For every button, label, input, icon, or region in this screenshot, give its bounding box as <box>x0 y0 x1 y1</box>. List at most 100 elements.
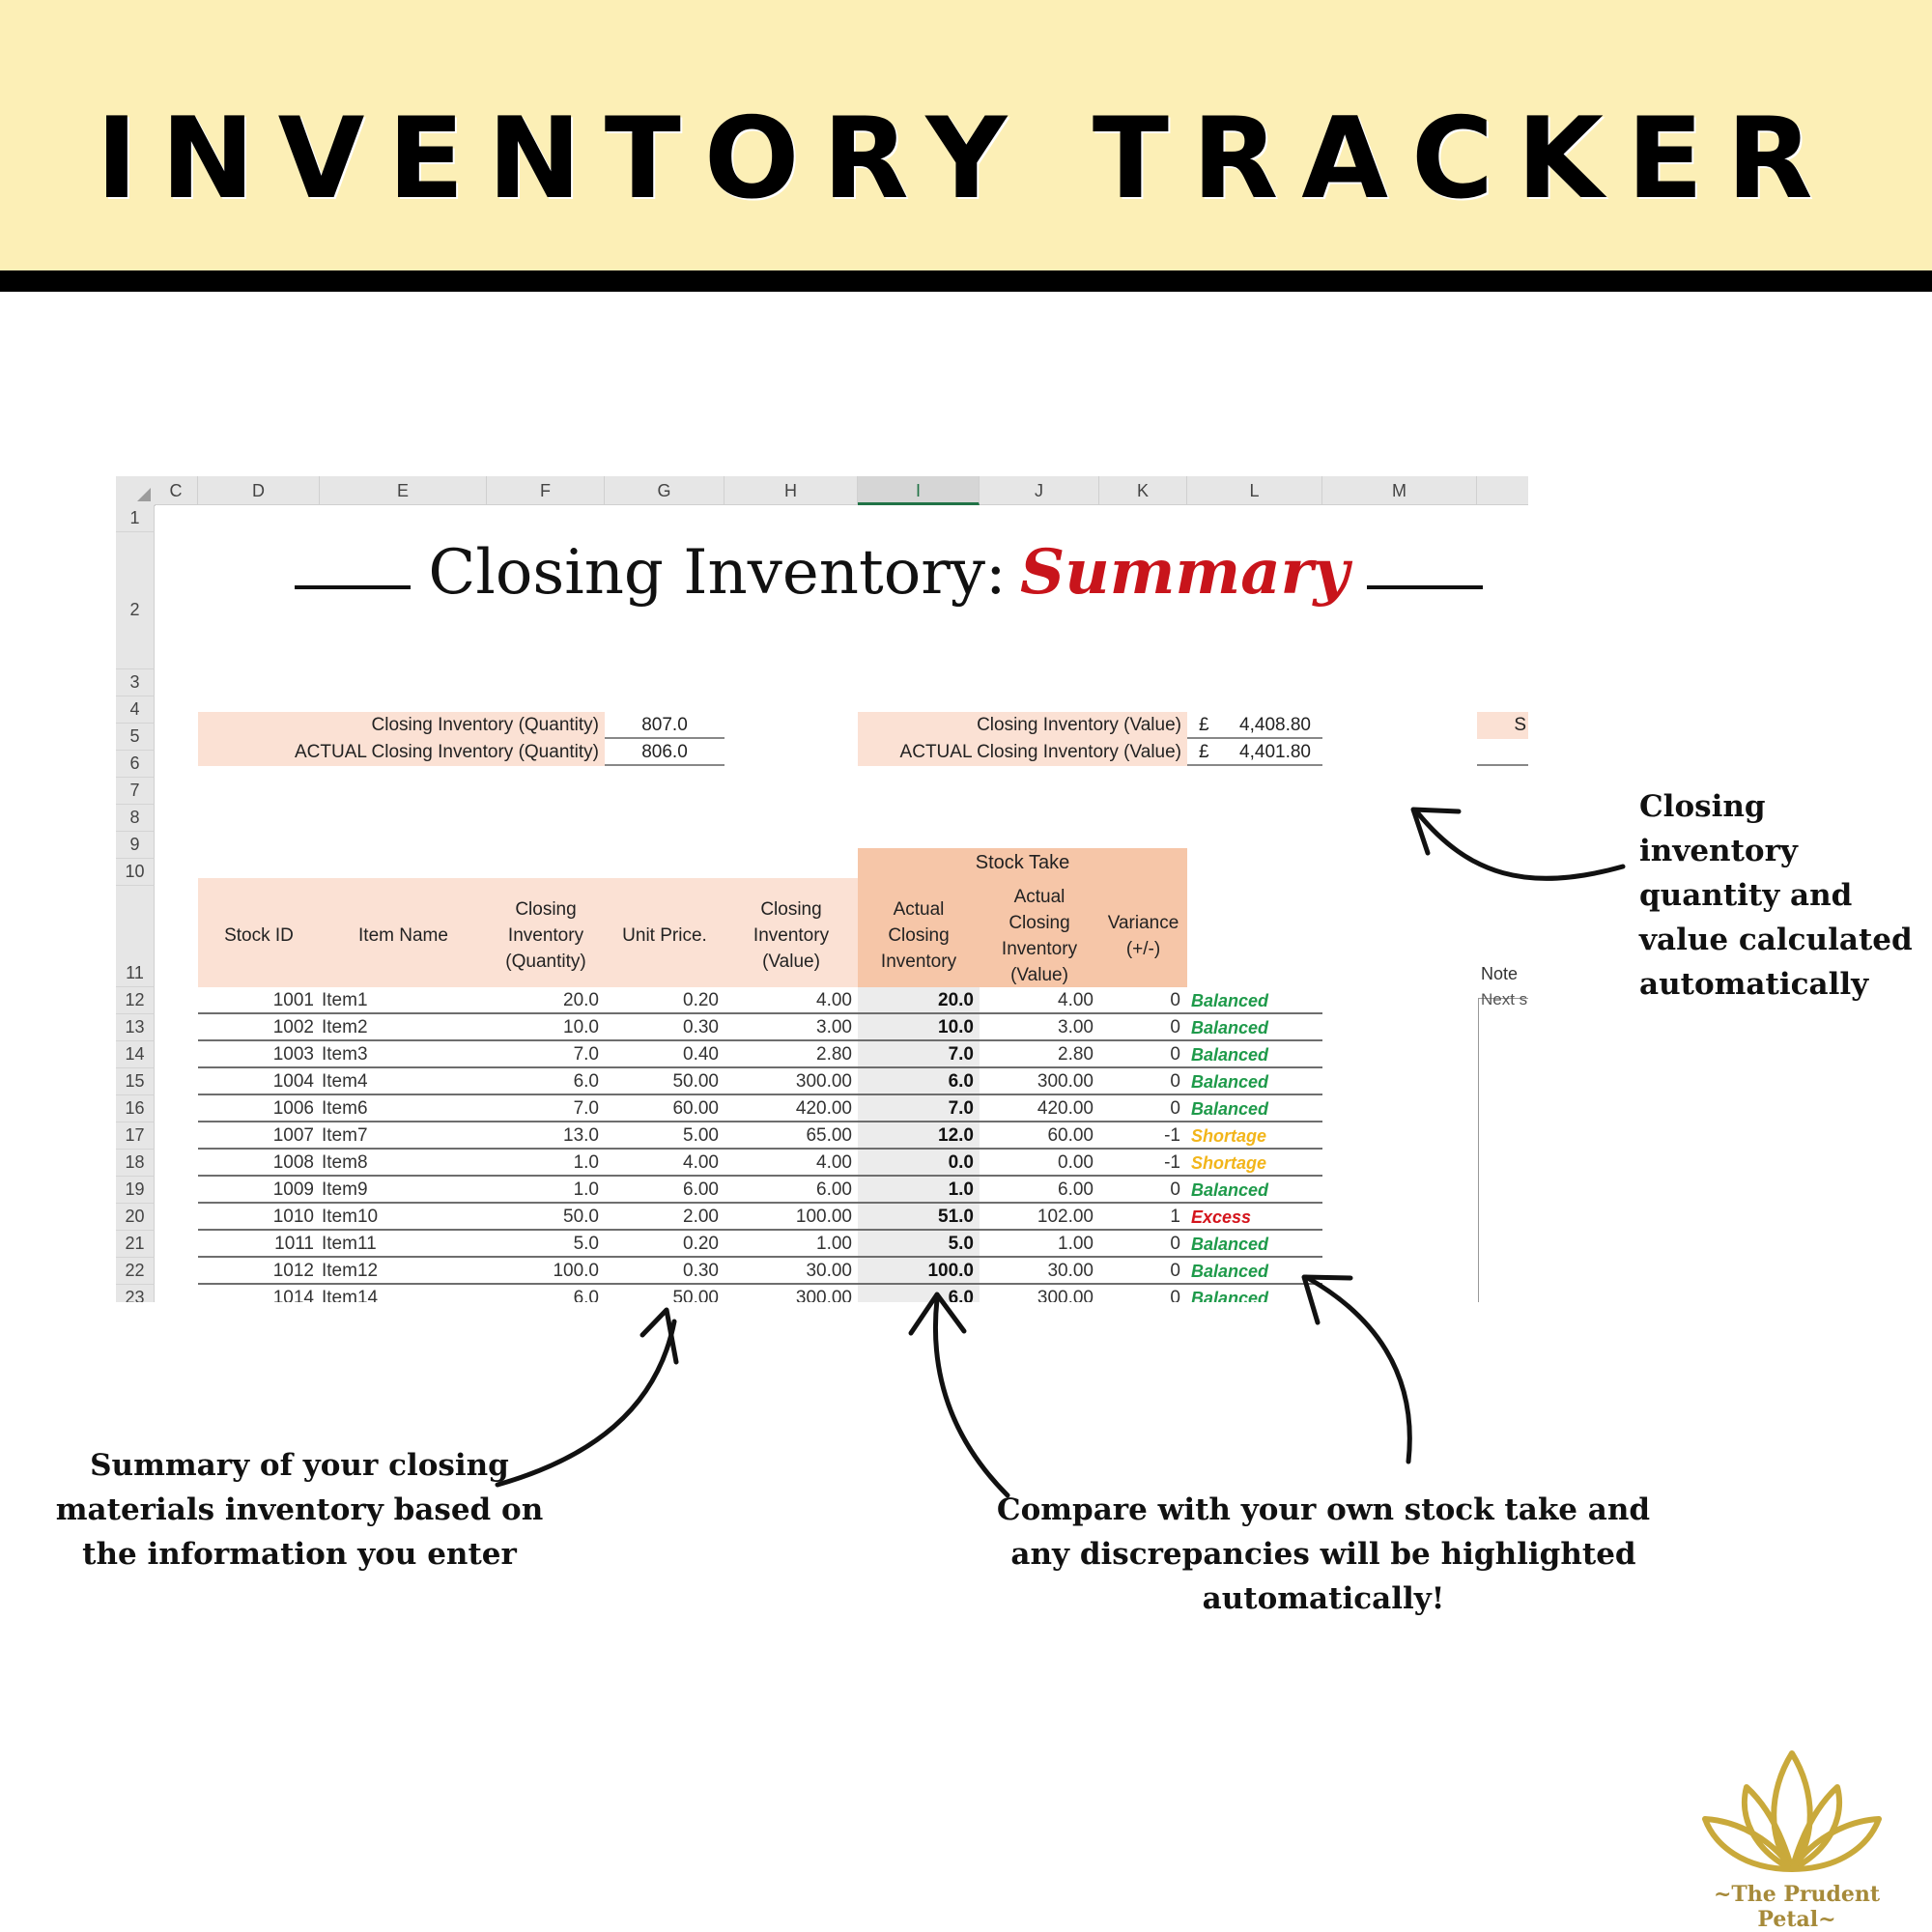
row-header-21[interactable]: 21 <box>116 1231 155 1258</box>
cell-price[interactable]: 6.00 <box>683 1179 719 1200</box>
cell-value[interactable]: 300.00 <box>795 1071 852 1092</box>
cell-qty[interactable]: 1.0 <box>573 1179 599 1200</box>
cell-price[interactable]: 0.20 <box>683 1234 719 1254</box>
column-header-m[interactable]: M <box>1322 476 1477 505</box>
cell-actual-value[interactable]: 2.80 <box>1058 1044 1094 1065</box>
cell-actual-value[interactable]: 0.00 <box>1058 1152 1094 1173</box>
actual-closing-qty-value[interactable]: 806.0 <box>605 739 724 766</box>
column-header-i[interactable]: I <box>858 476 980 505</box>
row-header-19[interactable]: 19 <box>116 1177 155 1204</box>
cell-id[interactable]: 1008 <box>272 1152 314 1173</box>
header-stock-id[interactable]: Stock ID <box>198 878 320 987</box>
row-header-15[interactable]: 15 <box>116 1068 155 1095</box>
cell-value[interactable]: 1.00 <box>816 1234 852 1254</box>
cell-qty[interactable]: 20.0 <box>563 990 599 1010</box>
cell-price[interactable]: 5.00 <box>683 1125 719 1146</box>
cell-name[interactable]: Item11 <box>322 1234 377 1254</box>
cell-actual-value[interactable]: 102.00 <box>1037 1207 1094 1227</box>
cell-actual[interactable]: 12.0 <box>938 1125 974 1146</box>
cell-value[interactable]: 100.00 <box>795 1207 852 1227</box>
cell-actual-value[interactable]: 30.00 <box>1047 1261 1094 1281</box>
closing-value-value[interactable]: £ 4,408.80 <box>1187 712 1322 739</box>
column-header-l[interactable]: L <box>1187 476 1322 505</box>
cell-status[interactable]: Balanced <box>1191 1262 1269 1281</box>
cell-qty[interactable]: 50.0 <box>563 1207 599 1227</box>
cell-id[interactable]: 1010 <box>272 1207 314 1227</box>
cell-id[interactable]: 1007 <box>272 1125 314 1146</box>
cell-name[interactable]: Item7 <box>322 1125 368 1146</box>
cell-name[interactable]: Item4 <box>322 1071 368 1092</box>
column-header-k[interactable]: K <box>1099 476 1187 505</box>
row-header-2[interactable]: 2 <box>116 532 155 669</box>
cell-variance[interactable]: 0 <box>1170 1017 1180 1037</box>
cell-qty[interactable]: 6.0 <box>573 1071 599 1092</box>
row-header-5[interactable]: 5 <box>116 724 155 751</box>
row-header-20[interactable]: 20 <box>116 1204 155 1231</box>
cell-actual[interactable]: 7.0 <box>948 1098 974 1119</box>
row-header-23[interactable]: 23 <box>116 1285 155 1302</box>
cell-actual-value[interactable]: 60.00 <box>1047 1125 1094 1146</box>
column-header-g[interactable]: G <box>605 476 724 505</box>
cell-price[interactable]: 50.00 <box>672 1288 719 1302</box>
row-header-8[interactable]: 8 <box>116 805 155 832</box>
header-actual-closing-value[interactable]: Actual Closing Inventory (Value) <box>980 878 1099 987</box>
row-header-18[interactable]: 18 <box>116 1150 155 1177</box>
cell-qty[interactable]: 1.0 <box>573 1152 599 1173</box>
cell-actual-value[interactable]: 6.00 <box>1058 1179 1094 1200</box>
cell-value[interactable]: 300.00 <box>795 1288 852 1302</box>
row-header-6[interactable]: 6 <box>116 751 155 778</box>
cell-price[interactable]: 2.00 <box>683 1207 719 1227</box>
cell-value[interactable]: 4.00 <box>816 1152 852 1173</box>
cell-value[interactable]: 2.80 <box>816 1044 852 1065</box>
cell-status[interactable]: Balanced <box>1191 1045 1269 1065</box>
header-closing-qty[interactable]: Closing Inventory (Quantity) <box>487 878 605 987</box>
cell-value[interactable]: 3.00 <box>816 1017 852 1037</box>
cell-qty[interactable]: 100.0 <box>553 1261 599 1281</box>
cell-name[interactable]: Item6 <box>322 1098 368 1119</box>
row-header-16[interactable]: 16 <box>116 1095 155 1122</box>
cell-price[interactable]: 0.30 <box>683 1017 719 1037</box>
cell-id[interactable]: 1006 <box>272 1098 314 1119</box>
cell-status[interactable]: Balanced <box>1191 1099 1269 1119</box>
cell-status[interactable]: Shortage <box>1191 1153 1267 1173</box>
cell-name[interactable]: Item3 <box>322 1044 368 1065</box>
cell-name[interactable]: Item2 <box>322 1017 368 1037</box>
row-header-3[interactable]: 3 <box>116 669 155 696</box>
cell-actual[interactable]: 51.0 <box>938 1207 974 1227</box>
cell-variance[interactable]: -1 <box>1164 1125 1180 1146</box>
cell-price[interactable]: 60.00 <box>672 1098 719 1119</box>
column-header-e[interactable]: E <box>320 476 487 505</box>
cell-value[interactable]: 420.00 <box>795 1098 852 1119</box>
select-all-corner[interactable] <box>116 476 156 506</box>
cell-id[interactable]: 1002 <box>272 1017 314 1037</box>
cell-name[interactable]: Item10 <box>322 1207 379 1227</box>
cell-variance[interactable]: 0 <box>1170 1261 1180 1281</box>
cell-qty[interactable]: 5.0 <box>573 1234 599 1254</box>
row-header-9[interactable]: 9 <box>116 832 155 859</box>
cell-actual[interactable]: 10.0 <box>938 1017 974 1037</box>
cell-actual-value[interactable]: 420.00 <box>1037 1098 1094 1119</box>
cell-name[interactable]: Item1 <box>322 990 368 1010</box>
cell-id[interactable]: 1011 <box>274 1234 314 1254</box>
cell-variance[interactable]: 0 <box>1170 990 1180 1010</box>
row-header-7[interactable]: 7 <box>116 778 155 805</box>
cell-actual-value[interactable]: 3.00 <box>1058 1017 1094 1037</box>
cell-variance[interactable]: 1 <box>1170 1207 1180 1227</box>
row-header-22[interactable]: 22 <box>116 1258 155 1285</box>
actual-closing-value-value[interactable]: £ 4,401.80 <box>1187 739 1322 766</box>
cell-actual-value[interactable]: 300.00 <box>1037 1288 1094 1302</box>
column-header-c[interactable]: C <box>155 476 198 505</box>
cell-name[interactable]: Item8 <box>322 1152 368 1173</box>
cell-status[interactable]: Shortage <box>1191 1126 1267 1146</box>
cell-actual-value[interactable]: 1.00 <box>1058 1234 1094 1254</box>
cell-id[interactable]: 1014 <box>272 1288 314 1302</box>
cell-actual[interactable]: 1.0 <box>948 1179 974 1200</box>
column-header-h[interactable]: H <box>724 476 858 505</box>
cell-variance[interactable]: 0 <box>1170 1288 1180 1302</box>
